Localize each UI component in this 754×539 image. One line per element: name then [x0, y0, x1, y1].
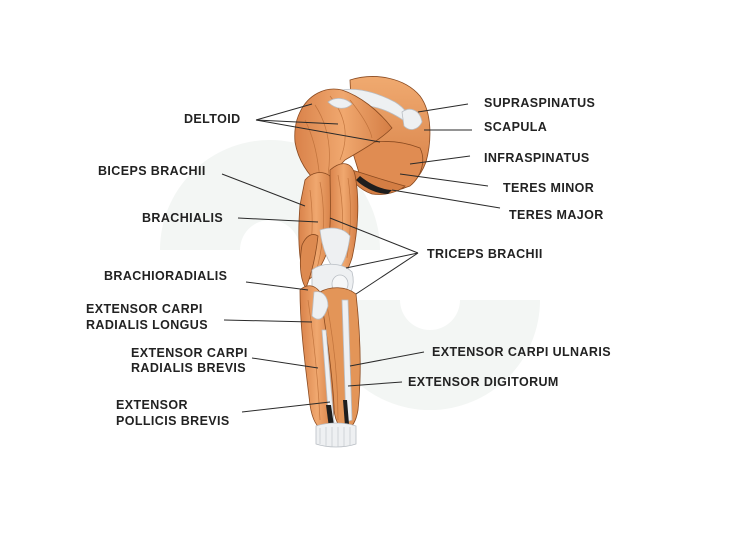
leader-ecr-brevis	[251, 357, 319, 369]
label-extensor-digitorum: EXTENSOR DIGITORUM	[408, 375, 559, 389]
label-supraspinatus: SUPRASPINATUS	[484, 96, 595, 110]
label-triceps-brachii: TRICEPS BRACHII	[427, 247, 543, 261]
leader-triceps-2	[345, 252, 419, 269]
label-scapula: SCAPULA	[484, 120, 547, 134]
label-extensor-carpi-ulnaris: EXTENSOR CARPI ULNARIS	[432, 345, 611, 359]
leader-brachioradialis	[245, 281, 309, 291]
leader-supraspinatus	[417, 103, 469, 113]
leader-ecu	[349, 351, 425, 367]
leader-brachialis	[237, 217, 319, 223]
label-deltoid: DELTOID	[184, 112, 241, 126]
label-ecr-brevis-line2: RADIALIS BREVIS	[131, 361, 246, 375]
label-teres-minor: TERES MINOR	[503, 181, 594, 195]
label-brachioradialis: BRACHIORADIALIS	[104, 269, 227, 283]
leader-deltoid-1	[255, 103, 313, 121]
label-infraspinatus: INFRASPINATUS	[484, 151, 590, 165]
label-epb-line2: POLLICIS BREVIS	[116, 414, 230, 428]
leader-triceps-1	[329, 217, 419, 254]
brachialis-shape	[299, 234, 319, 289]
leader-ecr-longus	[223, 319, 313, 323]
leader-triceps-3	[355, 252, 419, 295]
label-ecr-longus-line2: RADIALIS LONGUS	[86, 318, 208, 332]
leader-teres-major	[391, 189, 501, 209]
leader-lines	[221, 103, 501, 413]
leader-deltoid-2	[255, 119, 339, 125]
label-brachialis: BRACHIALIS	[142, 211, 223, 225]
leader-deltoid-3	[255, 119, 381, 143]
leader-infraspinatus	[409, 155, 471, 165]
leader-ed	[347, 381, 403, 387]
leader-biceps	[221, 173, 306, 207]
deltoid-shape	[294, 88, 393, 186]
label-ecr-brevis-line1: EXTENSOR CARPI	[131, 346, 248, 360]
arm-illustration	[294, 76, 431, 448]
leader-epb	[241, 401, 331, 413]
label-teres-major: TERES MAJOR	[509, 208, 604, 222]
leader-teres-minor	[399, 173, 489, 187]
label-ecr-longus-line1: EXTENSOR CARPI	[86, 302, 203, 316]
label-biceps-brachii: BICEPS BRACHII	[98, 164, 206, 178]
label-epb-line1: EXTENSOR	[116, 398, 188, 412]
labels: DELTOID BICEPS BRACHII BRACHIALIS BRACHI…	[86, 96, 611, 428]
